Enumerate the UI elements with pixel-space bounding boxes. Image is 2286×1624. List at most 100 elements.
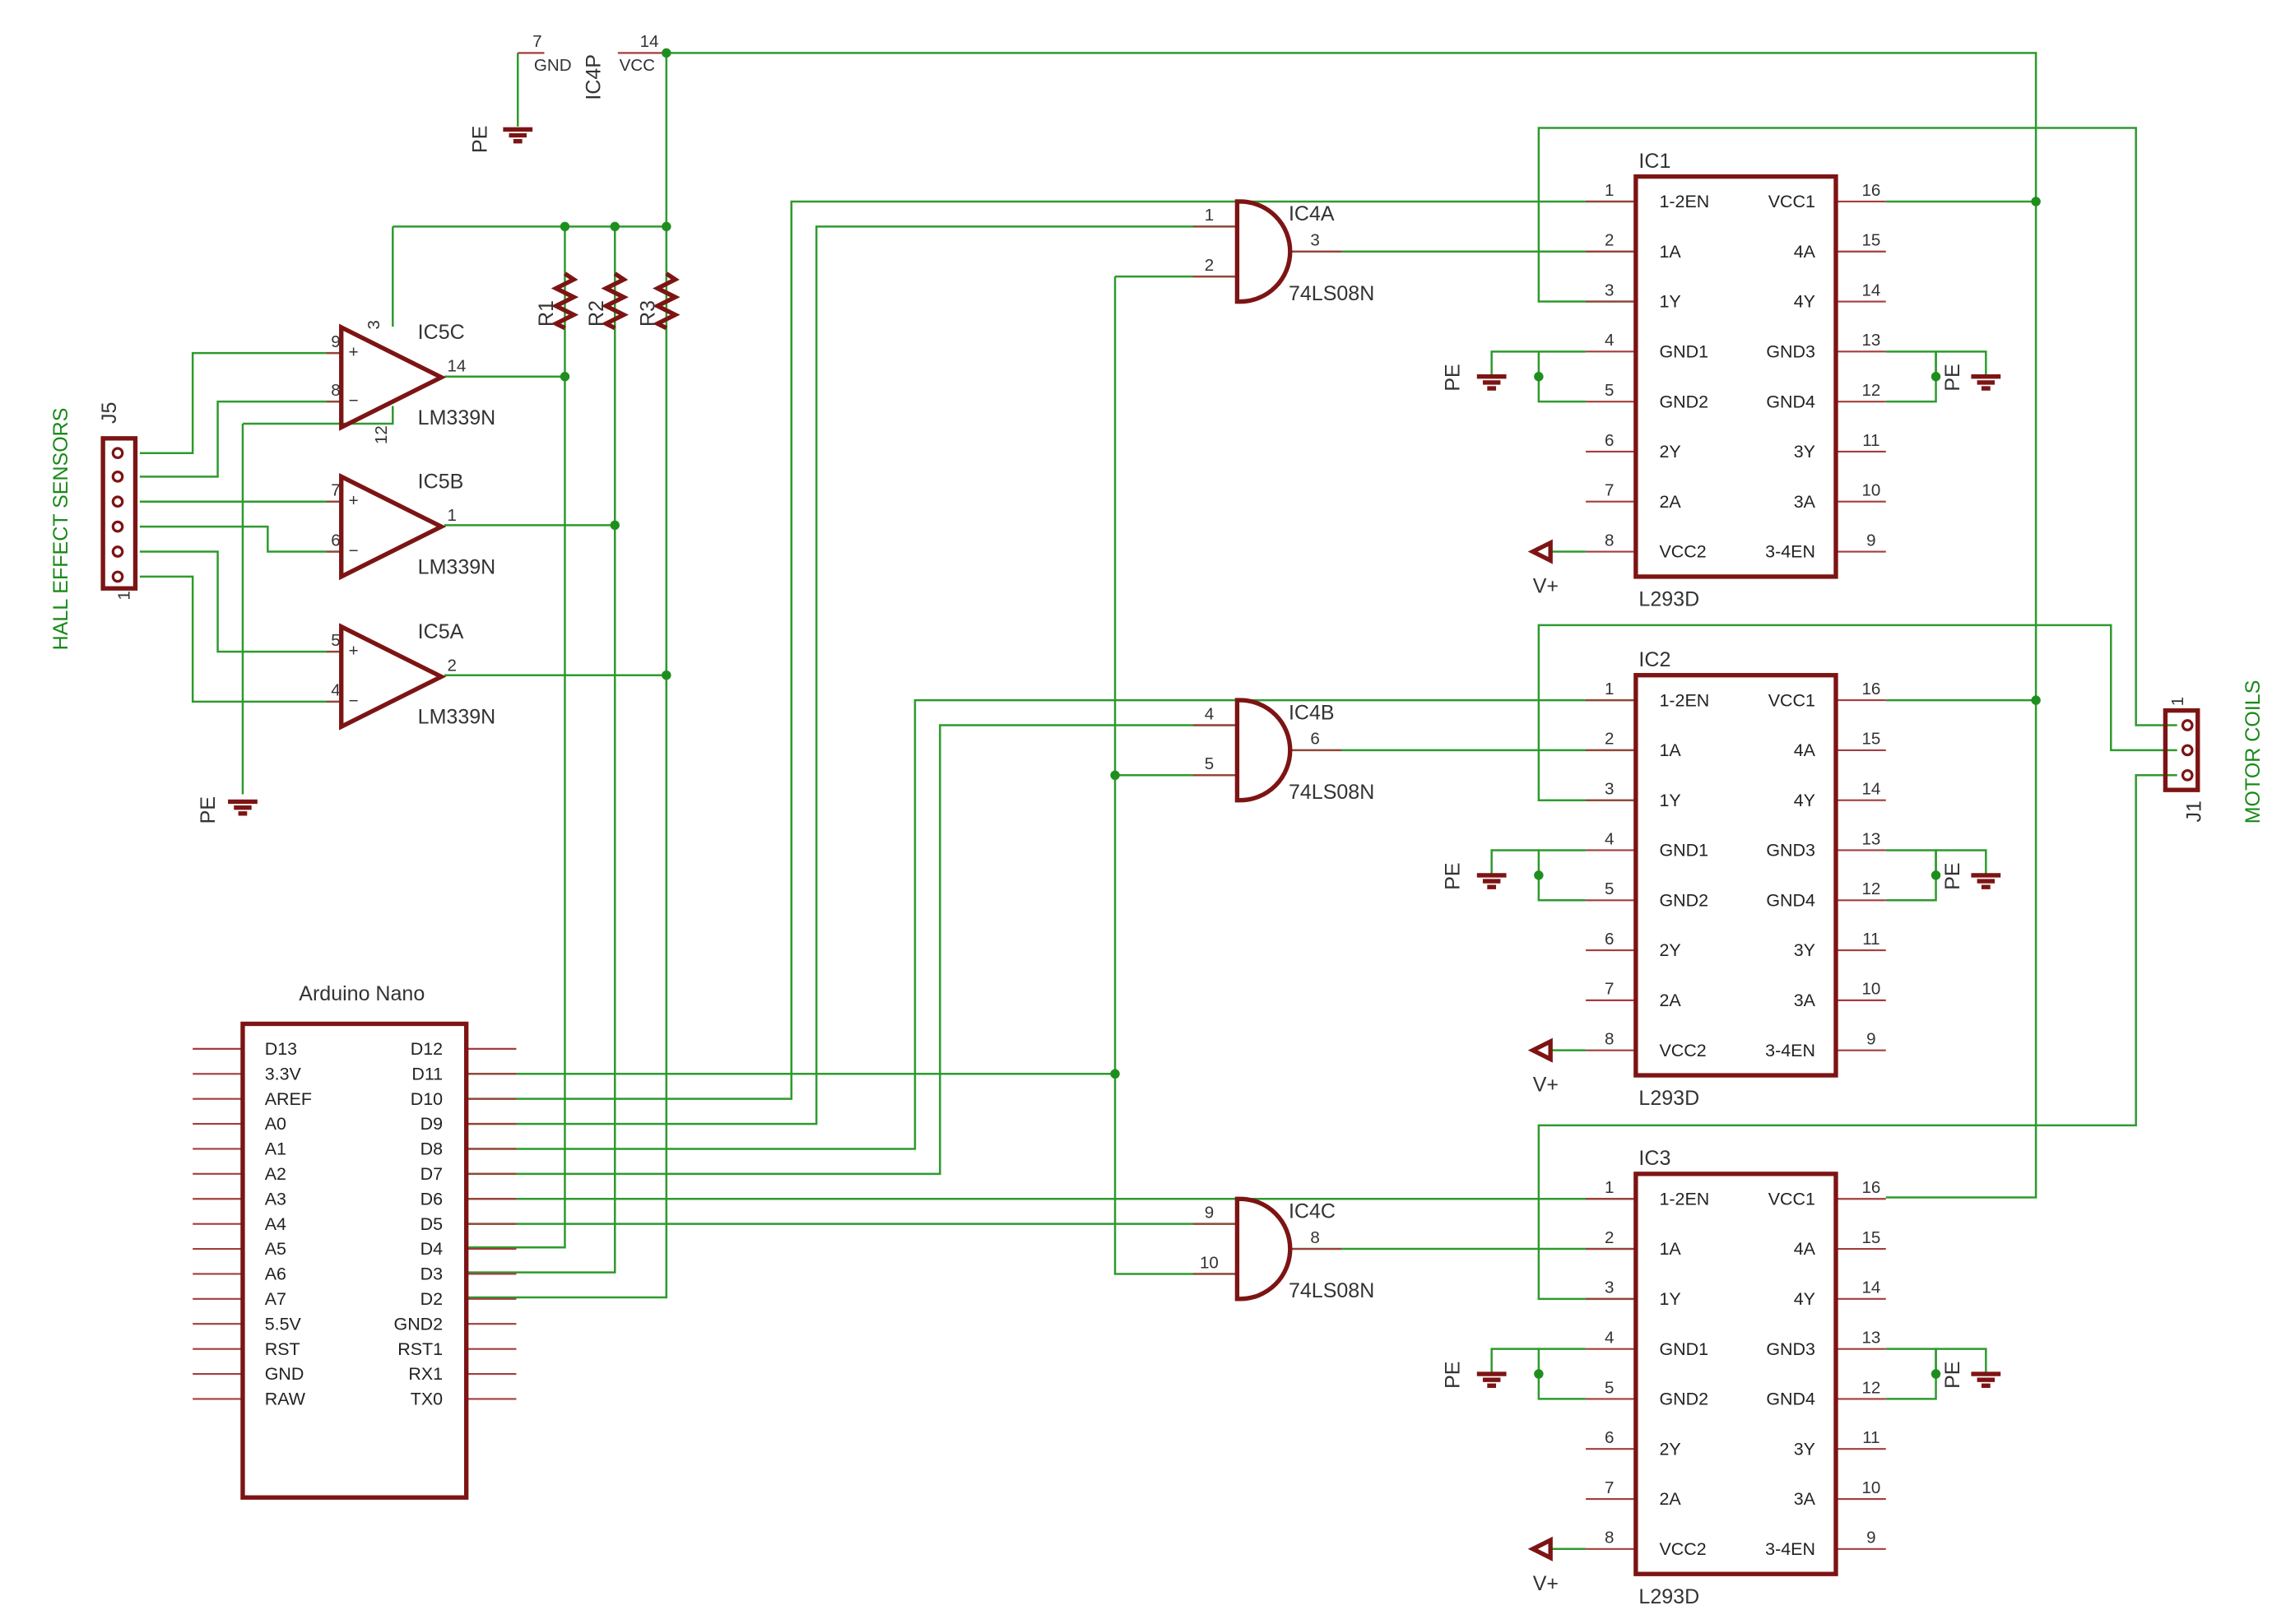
ic1-pin-number: 16 [1861,181,1880,200]
junction-dot [1534,372,1544,382]
ic5c-pin-plus: 9 [331,332,340,351]
arduino-pin-label: A5 [265,1239,286,1259]
ic4b-and-gate [1234,698,1293,803]
pe-label: PE [469,126,492,153]
vcc-pin-label: VCC [620,56,656,75]
ic1-pin-name: 1A [1659,242,1681,262]
ic1-pin-name: GND2 [1659,392,1708,411]
ic5a-minus-sign: − [349,691,359,710]
pe-label: PE [1441,1362,1464,1389]
j5-pin1-number: 1 [114,591,133,600]
junction-dot [1534,1369,1544,1379]
ic3-pin-number: 9 [1866,1529,1875,1547]
j1-connector [2163,708,2200,792]
vplus-arrow [1527,1037,1553,1063]
j1-label: J1 [2182,800,2205,822]
connector-pin [111,545,124,558]
ic1-pin-name: VCC2 [1659,542,1706,562]
pe-label: PE [1441,862,1464,889]
ic2-pin-name: GND2 [1659,890,1708,910]
ic2-pin-name: 4A [1794,740,1816,760]
ic2-pin-number: 4 [1605,829,1614,848]
ic4a-part: 74LS08N [1289,282,1374,305]
ic2-pin-name: 1A [1659,740,1681,760]
d3-wire [467,226,616,1274]
ic3-pin-number: 12 [1861,1378,1880,1397]
ic1-pin-name: 2A [1659,492,1681,512]
pe-label: PE [1941,364,1964,391]
ic2-pin-number: 10 [1861,980,1880,999]
ic2-pin-number: 15 [1861,730,1880,749]
coil-wire-c [1537,774,2177,1301]
ic4a-pin-in1: 1 [1205,206,1214,225]
arduino-title: Arduino Nano [299,982,425,1005]
ic1-l293d [1633,174,1838,579]
arduino-pin-label: D6 [420,1189,443,1209]
ic3-pin-name: 3A [1794,1489,1816,1509]
driver-gnd-wire [1885,1348,1937,1400]
ic3-pin-name: 1-2EN [1659,1189,1709,1209]
ic5c-minus-sign: − [349,391,359,410]
ic5a-plus-sign: + [349,641,359,660]
j5-wire [139,400,342,478]
comparator-gnd-wire [242,406,394,425]
ic2-pin-number: 7 [1605,980,1614,999]
ic1-pin-number: 9 [1866,531,1875,550]
ic3-pin-number: 15 [1861,1228,1880,1247]
ic3-pin-name: GND2 [1659,1390,1708,1409]
ic3-pin-number: 4 [1605,1328,1614,1347]
junction-dot [610,520,620,531]
ic1-name: IC1 [1638,150,1670,173]
ic4b-pin-in1: 4 [1205,704,1214,723]
wires [139,52,2177,1551]
ic2-part: L293D [1638,1087,1699,1110]
arduino-pin-label: 3.3V [265,1064,302,1083]
ic3-pin-name: 3-4EN [1765,1539,1815,1559]
ic5b-name: IC5B [418,471,464,494]
ic5a-name: IC5A [418,620,464,643]
ic1-pin-name: GND4 [1766,392,1815,411]
ic3-pin-number: 14 [1861,1278,1880,1297]
d2-wire [467,53,668,1299]
ic2-pin-name: GND1 [1659,841,1708,861]
ic2-pin-number: 13 [1861,829,1880,848]
ic3-pin-number: 5 [1605,1378,1614,1397]
driver-gnd-wire [1935,849,1987,875]
j5-label: J5 [98,402,121,424]
ic5b-pin-minus: 6 [331,531,340,550]
junction-dot [662,221,671,232]
connector-pin [111,570,124,583]
ic5b-part: LM339N [418,555,496,578]
ic2-pin-name: 1Y [1659,791,1680,810]
arduino-pin-label: D11 [411,1064,443,1083]
driver-gnd-wire [1885,849,1937,902]
ic3-pin-number: 2 [1605,1228,1614,1247]
ic1-pin-number: 11 [1862,431,1879,450]
arduino-pin-label: D9 [420,1114,443,1134]
junction-dot [1931,870,1941,880]
ic1-pin-number: 7 [1605,481,1614,500]
ic1-pin-name: 3Y [1794,442,1815,462]
ic2-pin-number: 3 [1605,780,1614,799]
arduino-pin-label: A7 [265,1289,286,1309]
ground-symbol [503,127,533,144]
ic2-pin-name: 3Y [1794,940,1815,960]
gnd-pin-number: 7 [532,32,541,51]
driver-gnd-wire [1490,350,1539,377]
ic2-pin-number: 14 [1861,780,1880,799]
connector-pin [111,470,124,483]
ic2-pin-name: 3A [1794,991,1816,1010]
ic1-pin-number: 5 [1605,381,1614,400]
ic5a-pin-out: 2 [447,656,456,675]
ic3-pin-number: 6 [1605,1428,1614,1447]
ic3-pin-name: VCC2 [1659,1539,1706,1559]
junction-dots [560,48,2041,1379]
arduino-pin-label: A1 [265,1139,286,1159]
arduino-pin-label: D10 [411,1089,443,1109]
ic1-pin-number: 10 [1861,481,1880,500]
arduino-pin-label: RAW [265,1390,306,1409]
ground-symbol [1971,873,2001,889]
arduino-pin-label: GND [265,1364,304,1384]
ic2-pin-name: GND4 [1766,890,1815,910]
driver-gnd-wire [1885,350,1937,403]
